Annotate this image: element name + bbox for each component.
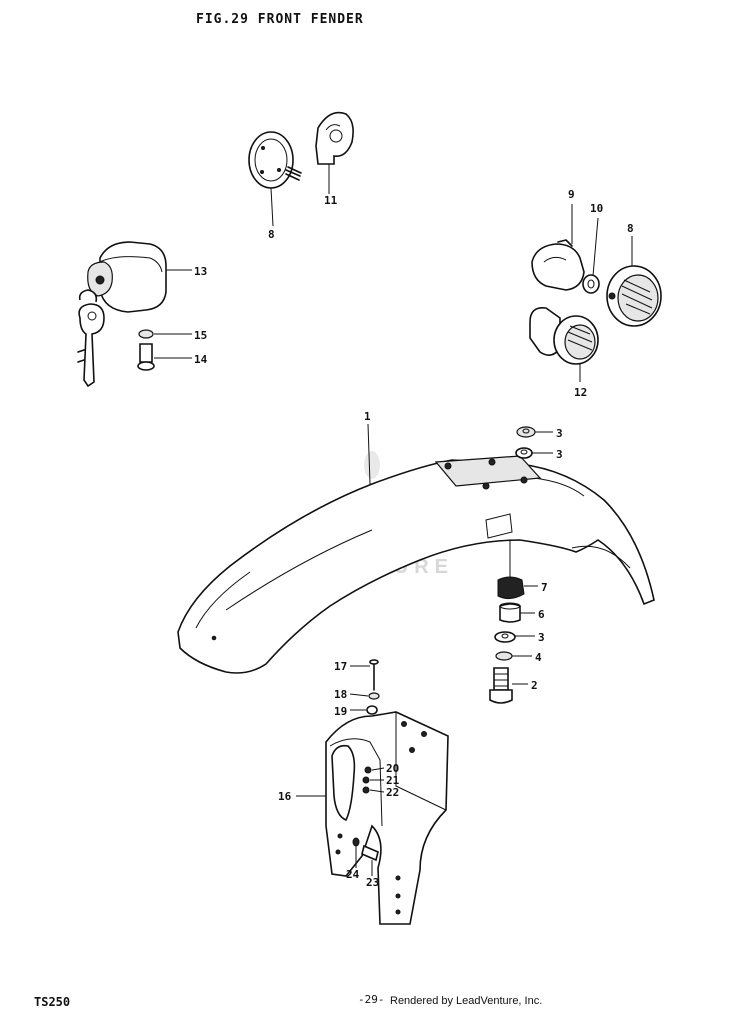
reflector-bracket-part-11	[315, 111, 354, 165]
collar-part-6	[499, 602, 521, 623]
nut-part-19	[366, 705, 378, 715]
callout-2: 2	[531, 679, 538, 692]
callout-12: 12	[574, 386, 587, 399]
lock-washer-part-4	[495, 651, 513, 661]
callout-3-lower: 3	[538, 631, 545, 644]
ignition-switch-part-13	[87, 241, 167, 313]
leader-lines	[154, 164, 633, 876]
callout-16: 16	[278, 790, 292, 803]
front-fender-part-1	[177, 455, 655, 674]
callout-17: 17	[334, 660, 347, 673]
fender-bracket-part-16	[325, 711, 449, 925]
figure-title: FIG.29 FRONT FENDER	[196, 12, 364, 27]
ignition-key-icon	[77, 289, 105, 388]
callout-3-top: 3	[556, 427, 563, 440]
callout-8-right: 8	[627, 222, 634, 235]
washer-part-15	[138, 329, 154, 339]
reflector-upper-part-8	[248, 131, 302, 189]
footer-credit: Rendered by LeadVenture, Inc.	[390, 995, 543, 1007]
callout-24: 24	[346, 868, 360, 881]
nut-part-24	[352, 837, 360, 847]
washer-part-3-upper	[515, 447, 533, 459]
reflector-lens-part-8	[606, 265, 662, 327]
callout-3-upper: 3	[556, 448, 563, 461]
callout-14: 14	[194, 353, 208, 366]
callout-20: 20	[386, 762, 399, 775]
washer-part-5	[516, 426, 536, 438]
reflector-assembly-part-12	[529, 306, 599, 365]
bolt-part-2	[489, 667, 513, 704]
screw-part-23	[361, 844, 379, 862]
callout-13: 13	[194, 265, 207, 278]
washer-part-3-lower	[494, 631, 516, 643]
callout-11: 11	[324, 194, 338, 207]
screw-part-14	[137, 343, 155, 371]
callout-23: 23	[366, 876, 379, 889]
washer-part-10	[582, 274, 600, 294]
reflector-bracket-part-9	[531, 239, 585, 291]
callout-7: 7	[541, 581, 548, 594]
callout-22: 22	[386, 786, 399, 799]
callout-9: 9	[568, 188, 575, 201]
callout-21: 21	[386, 774, 400, 787]
callout-19: 19	[334, 705, 347, 718]
callout-labels: 8 11 13 15 14 9 10 8 12 1 3 3 7 6 3 4 2 …	[194, 188, 634, 889]
footer-model-label: TS250	[34, 995, 71, 1009]
bolt-part-17	[369, 659, 379, 691]
callout-6: 6	[538, 608, 545, 621]
washer-part-18	[368, 692, 380, 700]
callout-18: 18	[334, 688, 347, 701]
cushion-part-7	[497, 576, 525, 600]
hardware-parts-20-21-22	[362, 766, 372, 794]
callout-8-upper: 8	[268, 228, 275, 241]
footer-page-number: -29-	[358, 993, 385, 1006]
callout-4: 4	[535, 651, 542, 664]
callout-10: 10	[590, 202, 603, 215]
callout-1: 1	[364, 410, 371, 423]
callout-15: 15	[194, 329, 207, 342]
